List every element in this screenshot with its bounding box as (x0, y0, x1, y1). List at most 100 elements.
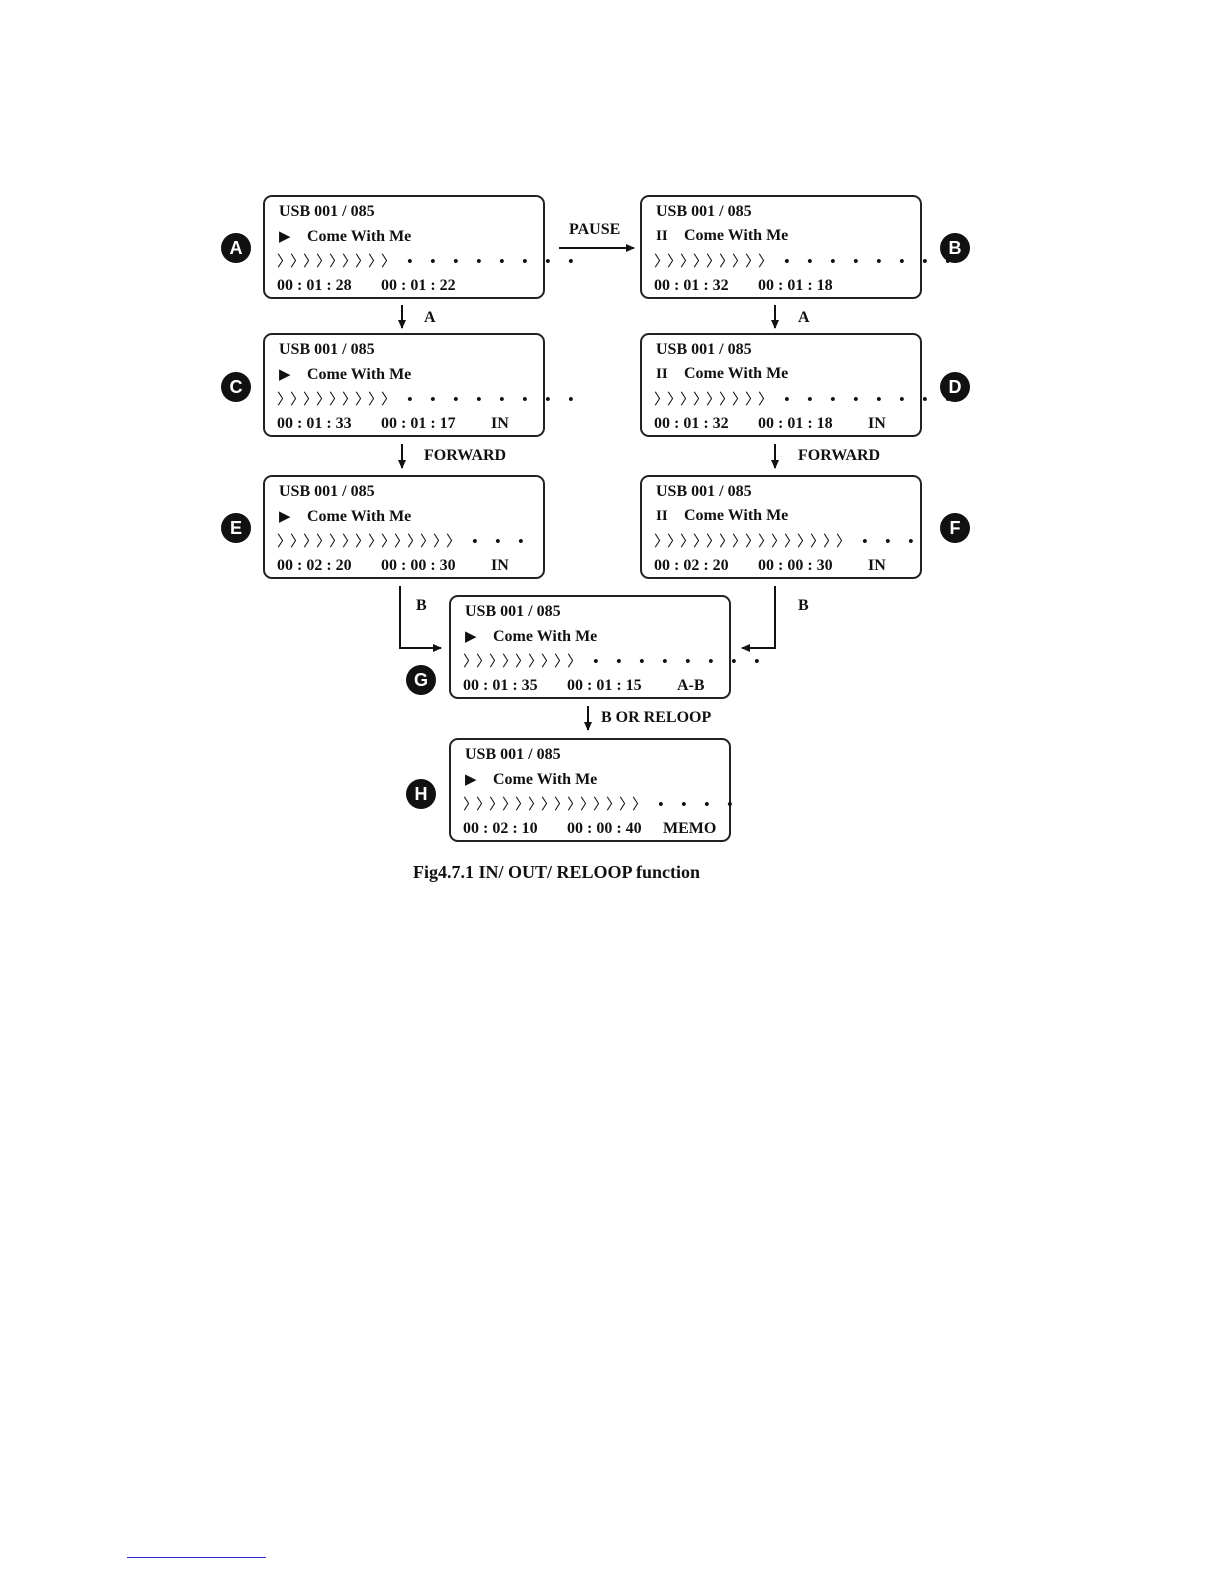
progress-bar: 〉〉〉〉〉〉〉〉〉〉〉〉〉〉〉 • • • (654, 530, 921, 551)
track-title: Come With Me (684, 227, 789, 244)
elapsed-time: 00 : 01 : 35 (463, 677, 538, 694)
remaining-time: 00 : 01 : 15 (567, 677, 642, 694)
progress-filled: 〉〉〉〉〉〉〉〉〉〉〉〉〉〉 (463, 797, 653, 813)
progress-bar: 〉〉〉〉〉〉〉〉〉〉〉〉〉〉 • • • (277, 530, 531, 551)
label-a-right: A (798, 309, 810, 326)
label-forward-right: FORWARD (798, 447, 881, 464)
track-title: Come With Me (684, 365, 789, 382)
remaining-time: 00 : 01 : 18 (758, 277, 833, 294)
progress-filled: 〉〉〉〉〉〉〉〉〉〉〉〉〉〉 (277, 534, 467, 550)
source-track: USB 001 / 085 (656, 483, 752, 500)
progress-bar: 〉〉〉〉〉〉〉〉〉 • • • • • • • • (654, 388, 958, 409)
track-title: Come With Me (307, 228, 412, 245)
remaining-time: 00 : 00 : 30 (758, 557, 833, 574)
track-title: Come With Me (493, 628, 598, 645)
elapsed-time: 00 : 02 : 10 (463, 820, 538, 837)
elapsed-time: 00 : 01 : 32 (654, 277, 729, 294)
badge-b: B (940, 233, 970, 263)
label-b-right: B (798, 597, 809, 614)
pause-icon: II (656, 228, 668, 244)
badge-d: D (940, 372, 970, 402)
remaining-time: 00 : 01 : 17 (381, 415, 456, 432)
arrow-f-to-g (741, 586, 776, 652)
source-track: USB 001 / 085 (656, 341, 752, 358)
figure-caption: Fig4.7.1 IN/ OUT/ RELOOP function (413, 862, 701, 882)
remaining-time: 00 : 00 : 30 (381, 557, 456, 574)
progress-filled: 〉〉〉〉〉〉〉〉〉 (277, 392, 402, 408)
elapsed-time: 00 : 01 : 33 (277, 415, 352, 432)
track-title: Come With Me (307, 508, 412, 525)
remaining-time: 00 : 01 : 18 (758, 415, 833, 432)
elapsed-time: 00 : 02 : 20 (654, 557, 729, 574)
badge-f: F (940, 513, 970, 543)
elapsed-time: 00 : 02 : 20 (277, 557, 352, 574)
loop-status: IN (868, 415, 886, 432)
badge-c: C (221, 372, 251, 402)
badge-g: G (406, 665, 436, 695)
play-icon: ▶ (279, 509, 291, 525)
label-a-left: A (424, 309, 436, 326)
progress-filled: 〉〉〉〉〉〉〉〉〉 (654, 254, 779, 270)
play-icon: ▶ (279, 229, 291, 245)
source-track: USB 001 / 085 (656, 203, 752, 220)
loop-status: MEMO (663, 820, 717, 837)
label-pause: PAUSE (569, 221, 621, 238)
label-b-left: B (416, 597, 427, 614)
play-icon: ▶ (465, 772, 477, 788)
lcd-panel-e: USB 001 / 085 ▶ Come With Me 〉〉〉〉〉〉〉〉〉〉〉〉… (263, 475, 545, 579)
lcd-panel-h: USB 001 / 085 ▶ Come With Me 〉〉〉〉〉〉〉〉〉〉〉〉… (449, 738, 733, 842)
track-title: Come With Me (684, 507, 789, 524)
progress-remaining: • • • (862, 534, 921, 550)
track-title: Come With Me (493, 771, 598, 788)
progress-bar: 〉〉〉〉〉〉〉〉〉 • • • • • • • • (277, 250, 581, 271)
progress-filled: 〉〉〉〉〉〉〉〉〉 (463, 654, 588, 670)
progress-filled: 〉〉〉〉〉〉〉〉〉 (654, 392, 779, 408)
badge-e: E (221, 513, 251, 543)
loop-status: A-B (677, 677, 705, 694)
progress-remaining: • • • • • • • • (784, 254, 958, 270)
badge-h: H (406, 779, 436, 809)
track-title: Come With Me (307, 366, 412, 383)
progress-filled: 〉〉〉〉〉〉〉〉〉 (277, 254, 402, 270)
progress-remaining: • • • • • • • • (784, 392, 958, 408)
label-b-or-reloop: B OR RELOOP (601, 709, 712, 726)
progress-remaining: • • • • • • • • (593, 654, 767, 670)
source-track: USB 001 / 085 (465, 603, 561, 620)
loop-status: IN (491, 415, 509, 432)
source-track: USB 001 / 085 (279, 341, 375, 358)
footnote-separator (127, 1557, 266, 1558)
lcd-panel-a: USB 001 / 085 ▶Come With Me 〉〉〉〉〉〉〉〉〉 • … (263, 195, 574, 299)
progress-remaining: • • • • • • • • (407, 392, 581, 408)
arrow-e-to-g (399, 586, 442, 652)
progress-bar: 〉〉〉〉〉〉〉〉〉〉〉〉〉〉 • • • • (463, 793, 740, 814)
badge-a: A (221, 233, 251, 263)
label-forward-left: FORWARD (424, 447, 507, 464)
remaining-time: 00 : 00 : 40 (567, 820, 642, 837)
play-icon: ▶ (279, 367, 291, 383)
elapsed-time: 00 : 01 : 32 (654, 415, 729, 432)
source-track: USB 001 / 085 (279, 203, 375, 220)
loop-status: IN (868, 557, 886, 574)
lcd-panel-f: USB 001 / 085 II Come With Me 〉〉〉〉〉〉〉〉〉〉〉… (640, 475, 922, 579)
lcd-panel-c: USB 001 / 085 ▶Come With Me 〉〉〉〉〉〉〉〉〉 • … (263, 333, 574, 437)
source-track: USB 001 / 085 (279, 483, 375, 500)
pause-icon: II (656, 508, 668, 524)
progress-filled: 〉〉〉〉〉〉〉〉〉〉〉〉〉〉〉 (654, 534, 857, 550)
progress-bar: 〉〉〉〉〉〉〉〉〉 • • • • • • • • (463, 650, 767, 671)
lcd-panel-g: USB 001 / 085 ▶Come With Me 〉〉〉〉〉〉〉〉〉 • … (449, 595, 760, 699)
progress-remaining: • • • (472, 534, 531, 550)
progress-bar: 〉〉〉〉〉〉〉〉〉 • • • • • • • • (654, 250, 958, 271)
progress-bar: 〉〉〉〉〉〉〉〉〉 • • • • • • • • (277, 388, 581, 409)
elapsed-time: 00 : 01 : 28 (277, 277, 352, 294)
source-track: USB 001 / 085 (465, 746, 561, 763)
remaining-time: 00 : 01 : 22 (381, 277, 456, 294)
loop-status: IN (491, 557, 509, 574)
progress-remaining: • • • • • • • • (407, 254, 581, 270)
play-icon: ▶ (465, 629, 477, 645)
pause-icon: II (656, 366, 668, 382)
progress-remaining: • • • • (658, 797, 740, 813)
